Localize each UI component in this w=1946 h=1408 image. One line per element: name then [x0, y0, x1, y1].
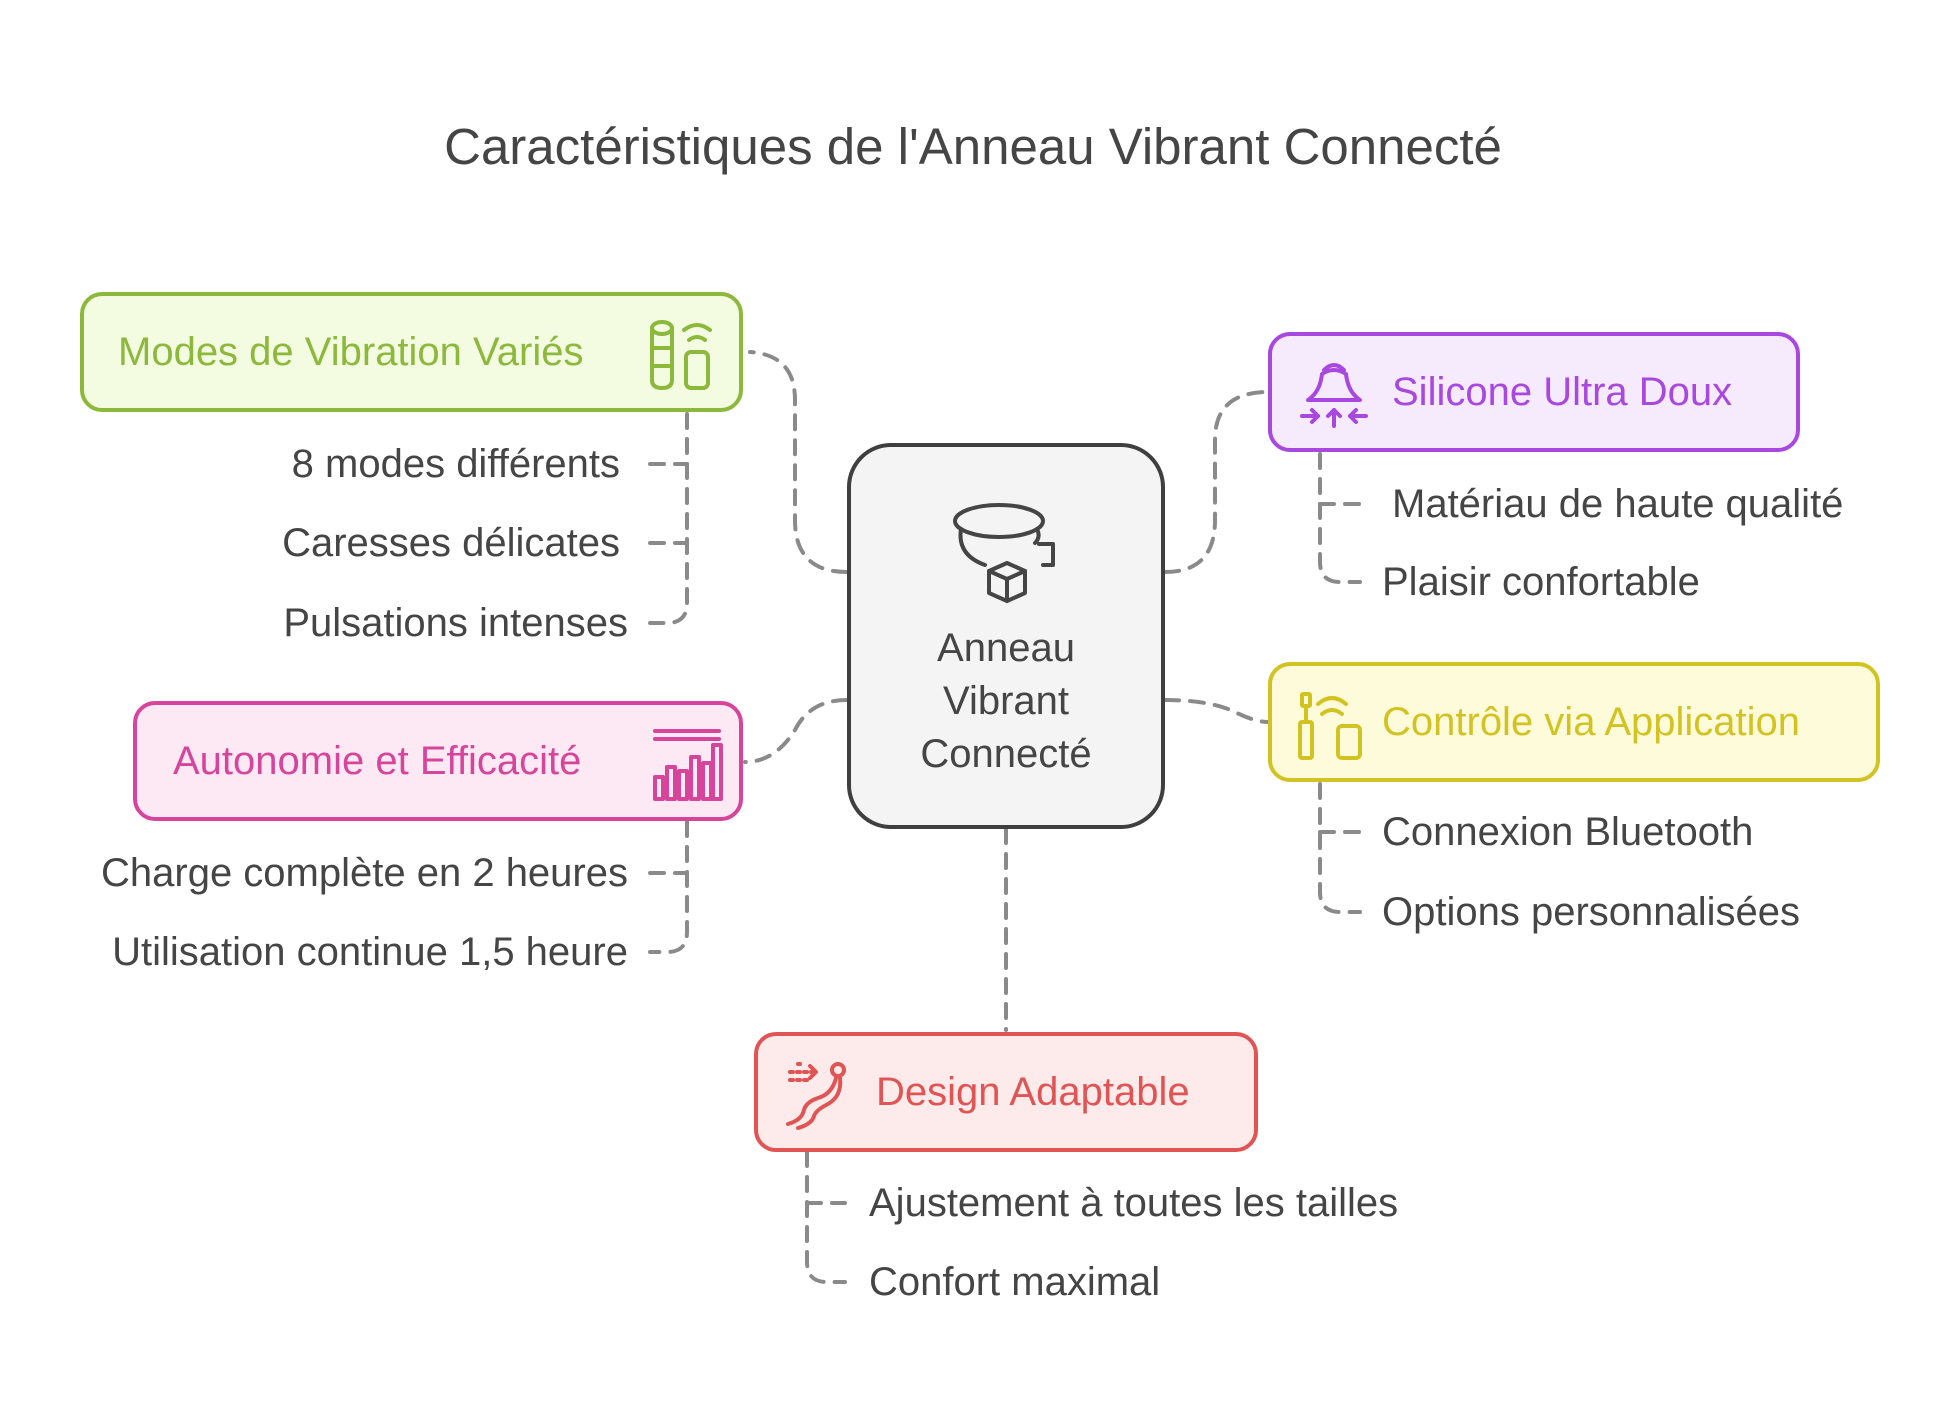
connector-center-silicone — [1163, 390, 1270, 574]
design-item-2: Confort maximal — [869, 1260, 1161, 1304]
category-controle-label: Contrôle via Application — [1382, 699, 1801, 744]
category-modes-de-vibration[interactable]: Modes de Vibration Variés — [80, 292, 743, 412]
category-design-adaptable[interactable]: Design Adaptable — [754, 1032, 1258, 1152]
diagram-title: Caractéristiques de l'Anneau Vibrant Con… — [444, 118, 1502, 175]
vibration-devices-icon — [650, 320, 712, 390]
category-autonomie-efficacite[interactable]: Autonomie et Efficacité — [133, 701, 743, 821]
modes-item-2: Caresses délicates — [282, 521, 620, 565]
category-autonomie-label: Autonomie et Efficacité — [173, 738, 582, 783]
center-label-line-3: Connecté — [920, 732, 1092, 776]
adaptive-design-icon — [786, 1062, 846, 1130]
category-controle-application[interactable]: Contrôle via Application — [1268, 662, 1880, 782]
center-label-line-1: Anneau — [937, 626, 1075, 670]
controle-item-1: Connexion Bluetooth — [1382, 810, 1754, 854]
design-item-1: Ajustement à toutes les tailles — [869, 1181, 1399, 1225]
connector-controle-trunk — [1318, 782, 1362, 914]
center-node-label: Anneau Vibrant Connecté — [851, 622, 1161, 781]
app-control-icon — [1298, 692, 1362, 760]
battery-bars-icon — [653, 729, 723, 801]
silicone-item-2: Plaisir confortable — [1382, 560, 1700, 604]
connector-center-modes — [748, 350, 849, 574]
center-node[interactable]: Anneau Vibrant Connecté — [847, 443, 1165, 829]
connector-modes-trunk — [648, 412, 689, 625]
category-silicone-ultra-doux[interactable]: Silicone Ultra Doux — [1268, 332, 1800, 452]
connector-autonomie-trunk — [648, 820, 689, 954]
connector-center-controle — [1163, 698, 1270, 724]
category-design-label: Design Adaptable — [876, 1069, 1190, 1114]
autonomie-item-1: Charge complète en 2 heures — [101, 851, 628, 895]
controle-item-2: Options personnalisées — [1382, 890, 1801, 934]
connector-design-trunk — [805, 1150, 847, 1284]
center-label-line-2: Vibrant — [942, 679, 1069, 723]
modes-item-1: 8 modes différents — [291, 442, 620, 486]
ring-with-box-icon — [953, 503, 1055, 603]
connector-silicone-trunk — [1318, 452, 1362, 584]
autonomie-item-2: Utilisation continue 1,5 heure — [112, 930, 628, 974]
category-silicone-label: Silicone Ultra Doux — [1392, 369, 1733, 414]
category-modes-label: Modes de Vibration Variés — [118, 329, 584, 374]
modes-item-3: Pulsations intenses — [283, 601, 628, 645]
soft-material-icon — [1300, 363, 1368, 428]
silicone-item-1: Matériau de haute qualité — [1392, 482, 1844, 526]
connector-center-autonomie — [743, 698, 849, 764]
